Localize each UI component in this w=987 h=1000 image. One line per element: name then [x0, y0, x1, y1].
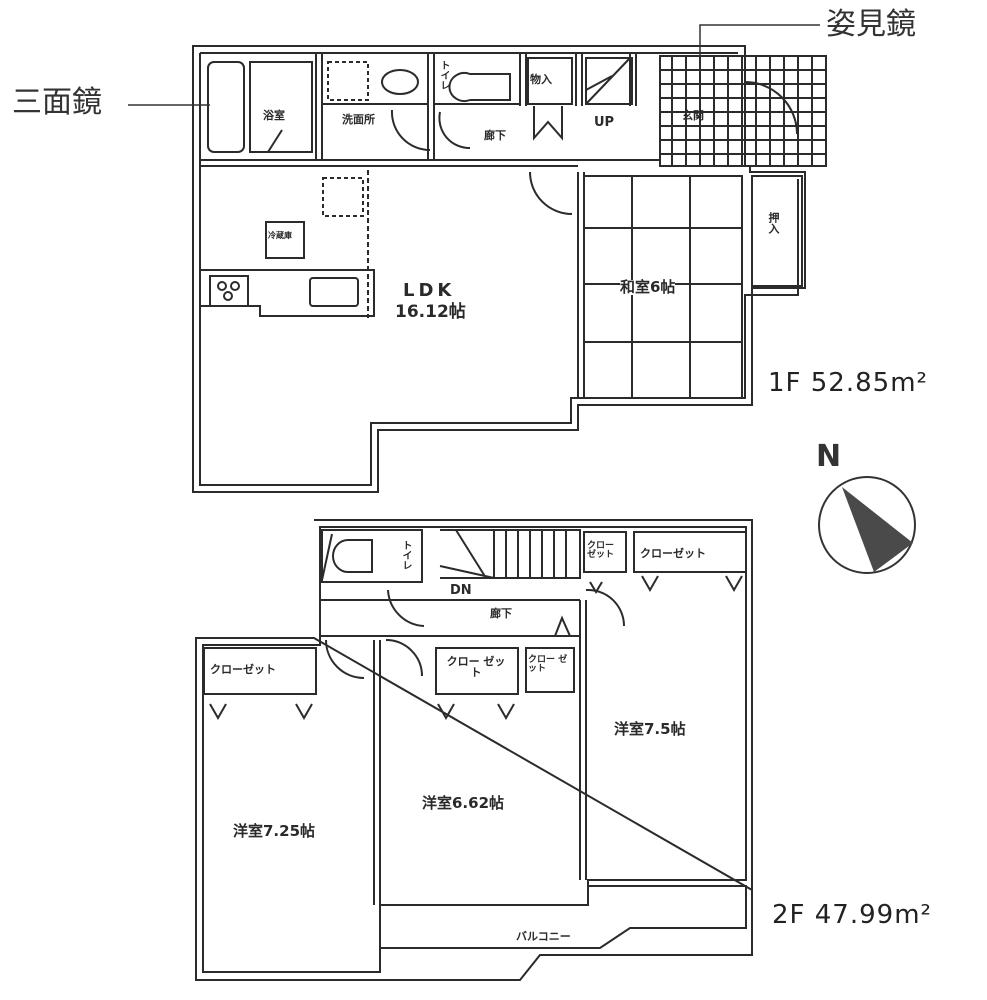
hall-1f: 廊下 — [484, 129, 506, 142]
room-bedroom-c: 洋室7.25帖 — [233, 822, 316, 840]
callout-leaders — [128, 24, 820, 106]
stairs-down-label: DN — [450, 583, 472, 598]
room-storage: 物入 — [530, 73, 552, 86]
closet-wide-b: クローゼット — [210, 663, 276, 676]
floor2-walls — [195, 519, 753, 981]
floor1-area: 1F 52.85m² — [768, 368, 928, 398]
room-bedroom-a: 洋室7.5帖 — [614, 720, 686, 738]
room-japanese: 和室6帖 — [620, 278, 676, 296]
closet-small-b: クロー ゼット — [446, 655, 506, 679]
hall-2f: 廊下 — [490, 607, 512, 620]
room-bath: 浴室 — [263, 109, 285, 122]
room-ldk-name: LDK — [403, 280, 456, 301]
full-length-mirror-callout: 姿見鏡 — [826, 7, 916, 42]
compass-icon — [818, 476, 916, 574]
triple-mirror-callout: 三面鏡 — [12, 85, 102, 120]
closet-wide-a: クローゼット — [640, 547, 706, 560]
full-length-mirror-leader — [699, 24, 820, 72]
balcony-label: バルコニー — [516, 930, 571, 943]
room-closet-1f: 押入 — [767, 212, 780, 234]
room-ldk-size: 16.12帖 — [395, 302, 466, 322]
stairs-up-label: UP — [594, 115, 615, 130]
room-entrance: 玄関 — [682, 109, 704, 122]
closet-small-c: クロー ゼット — [528, 655, 568, 674]
room-toilet-2f: トイレ — [400, 540, 411, 570]
compass-north-label: N — [816, 439, 842, 474]
floor1-walls — [192, 45, 827, 493]
fridge-label: 冷蔵庫 — [268, 231, 292, 240]
room-bedroom-b: 洋室6.62帖 — [422, 794, 505, 812]
room-toilet-1f: トイレ — [438, 60, 449, 90]
floor2-area: 2F 47.99m² — [772, 900, 932, 930]
closet-small-a: クロー ゼット — [587, 541, 615, 560]
room-washroom: 洗面所 — [342, 113, 375, 126]
